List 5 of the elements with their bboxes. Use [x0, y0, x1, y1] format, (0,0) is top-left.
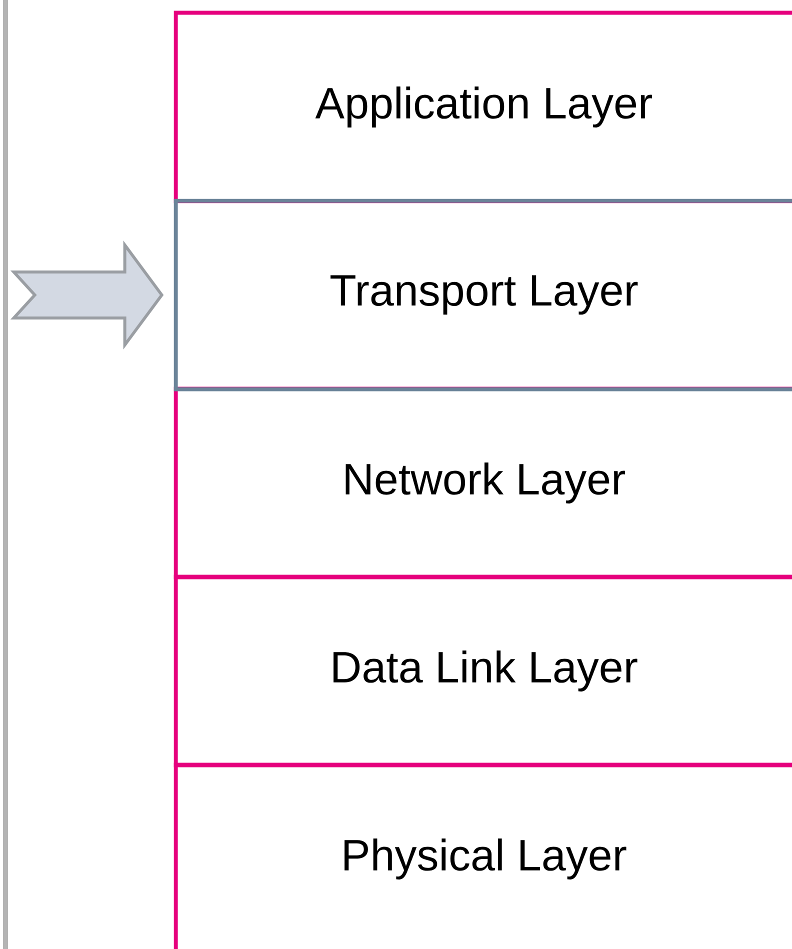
- layer-box: Transport Layer: [174, 198, 792, 392]
- layer-box: Physical Layer: [174, 762, 792, 949]
- layer-box: Data Link Layer: [174, 574, 792, 768]
- layer-box: Network Layer: [174, 386, 792, 580]
- layer-box: Application Layer: [174, 10, 792, 204]
